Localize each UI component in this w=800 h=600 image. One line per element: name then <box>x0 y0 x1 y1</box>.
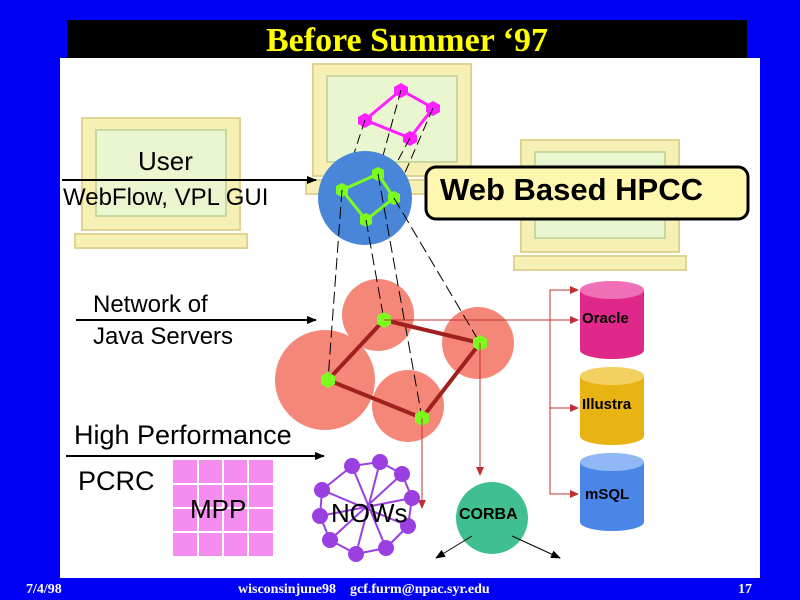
mpp-grid <box>173 460 273 556</box>
label-oracle: Oracle <box>582 310 629 327</box>
diagram-panel: User WebFlow, VPL GUI Web Based HPCC Net… <box>60 58 760 578</box>
label-gui: WebFlow, VPL GUI <box>63 184 269 211</box>
dashed-links-servers <box>327 173 481 419</box>
label-arrows <box>62 176 325 460</box>
label-corba: CORBA <box>459 506 518 523</box>
label-pcrc: PCRC <box>78 466 155 496</box>
monitor-user <box>74 117 248 249</box>
label-illustra: Illustra <box>582 396 632 413</box>
slide-title: Before Summer ‘97 <box>265 22 548 59</box>
nows-ring <box>312 454 420 562</box>
web-hpcc-box <box>424 165 750 221</box>
oracle-cylinder <box>580 281 644 359</box>
label-high-performance: High Performance <box>74 420 292 450</box>
illustra-cylinder <box>580 367 644 445</box>
label-user: User <box>138 146 193 176</box>
server-links <box>326 318 482 420</box>
msql-cylinder <box>580 453 644 531</box>
server-nodes <box>321 312 487 426</box>
footer-center: wisconsinjune98 gcf.furm@npac.syr.edu <box>238 582 490 597</box>
footer-page-number: 17 <box>738 582 752 597</box>
label-msql: mSQL <box>585 486 630 503</box>
hpcc-diagram <box>62 63 750 562</box>
label-nows: NOWs <box>331 498 408 528</box>
label-web-hpcc: Web Based HPCC <box>440 172 703 207</box>
java-server-spheres <box>275 279 514 442</box>
database-arrows <box>384 286 579 509</box>
label-network-1: Network of <box>93 291 208 318</box>
label-network-2: Java Servers <box>93 323 234 350</box>
label-mpp: MPP <box>190 494 247 524</box>
corba-circle <box>456 482 528 554</box>
footer-date: 7/4/98 <box>26 582 62 597</box>
title-bar: Before Summer ‘97 <box>67 20 747 59</box>
corba-arrows <box>435 535 561 559</box>
gui-sphere <box>318 151 412 245</box>
